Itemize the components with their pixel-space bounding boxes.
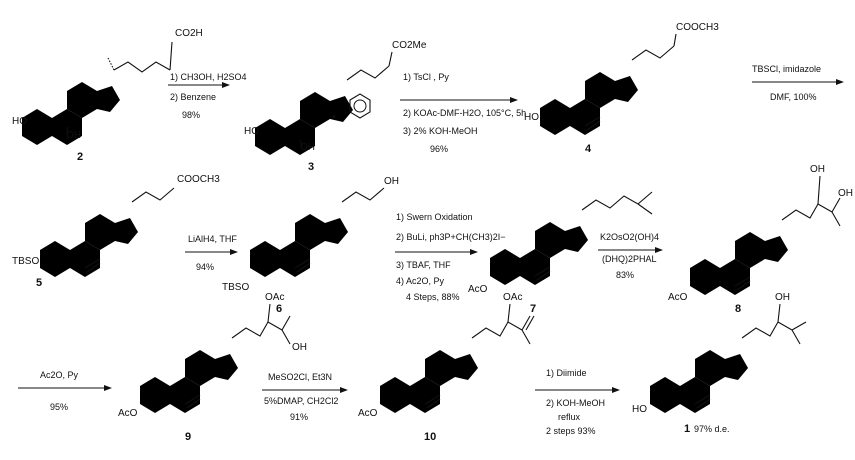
reaction-8-yield: 91% bbox=[290, 412, 308, 422]
compound-2-number: 2 bbox=[77, 151, 83, 163]
reaction-2-cond-1: 1) TsCl , Py bbox=[403, 72, 449, 82]
compound-2: CO2H HO OH 2 bbox=[12, 28, 203, 163]
compound-6: OH TBSO 6 bbox=[222, 176, 399, 315]
reaction-6-cond-1: K2OsO2(OH)4 bbox=[600, 232, 659, 242]
compound-6-side-group: OH bbox=[384, 176, 399, 187]
compound-8-number: 8 bbox=[735, 303, 741, 315]
compound-5-number: 5 bbox=[36, 277, 42, 289]
reaction-2-cond-3: 3) 2% KOH-MeOH bbox=[403, 126, 478, 136]
compound-7-left-group: AcO bbox=[468, 284, 488, 295]
reaction-9-cond-2: 2) KOH-MeOH bbox=[546, 398, 605, 408]
reaction-1-cond-1: 1) CH3OH, H2SO4 bbox=[170, 72, 247, 82]
compound-3-number: 3 bbox=[308, 161, 314, 173]
compound-2-left-group: HO bbox=[12, 116, 27, 127]
compound-5-side-group: COOCH3 bbox=[177, 174, 220, 185]
reaction-9-yield: 2 steps 93% bbox=[546, 426, 596, 436]
reaction-arrow-9 bbox=[535, 387, 620, 393]
reaction-9-cond-3: reflux bbox=[558, 412, 581, 422]
reaction-6-yield: 83% bbox=[616, 270, 634, 280]
compound-9-side-group-2: OH bbox=[292, 342, 307, 353]
reaction-8-cond-2: 5%DMAP, CH2Cl2 bbox=[264, 396, 338, 406]
reaction-5-cond-2: 2) BuLi, ph3P+CH(CH3)2I− bbox=[396, 232, 506, 242]
compound-9-left-group: AcO bbox=[118, 408, 138, 419]
reaction-arrow-5 bbox=[395, 249, 478, 255]
reaction-3-cond-1: TBSCl, imidazole bbox=[752, 64, 821, 74]
reaction-6-cond-2: (DHQ)2PHAL bbox=[602, 254, 657, 264]
compound-3: CO2Me HO OH • 3 bbox=[244, 40, 427, 173]
compound-1-left-group: HO bbox=[632, 404, 647, 415]
reaction-1-yield: 98% bbox=[182, 110, 200, 120]
compound-2-side-group: CO2H bbox=[175, 28, 203, 39]
adduct-dot: • bbox=[332, 112, 336, 123]
compound-1-de: 97% d.e. bbox=[694, 424, 730, 434]
reaction-5-yield: 4 Steps, 88% bbox=[406, 292, 460, 302]
compound-8-side-group-2: OH bbox=[838, 188, 853, 199]
compound-7-number: 7 bbox=[530, 303, 536, 315]
compound-8-left-group: AcO bbox=[668, 292, 688, 303]
reaction-arrow-1 bbox=[168, 82, 230, 88]
compound-9-number: 9 bbox=[185, 431, 191, 443]
reaction-1-cond-2: 2) Benzene bbox=[170, 92, 216, 102]
reaction-4-yield: 94% bbox=[196, 262, 214, 272]
compound-4: COOCH3 HO 4 bbox=[524, 22, 719, 155]
reaction-9-cond-1: 1) Diimide bbox=[546, 368, 587, 378]
reaction-5-cond-1: 1) Swern Oxidation bbox=[396, 212, 473, 222]
reaction-arrow-6 bbox=[598, 247, 663, 253]
compound-10-side-group: OAc bbox=[503, 292, 522, 303]
reaction-2-yield: 96% bbox=[430, 144, 448, 154]
reaction-8-cond-1: MeSO2Cl, Et3N bbox=[268, 372, 332, 382]
compound-10: OAc AcO 10 bbox=[358, 292, 535, 443]
compound-10-left-group: AcO bbox=[358, 408, 378, 419]
compound-4-side-group: COOCH3 bbox=[676, 22, 719, 33]
compound-1-side-group: OH bbox=[775, 292, 790, 303]
compound-9-side-group-1: OAc bbox=[265, 292, 284, 303]
compound-4-left-group: HO bbox=[524, 112, 539, 123]
compound-3-side-group: CO2Me bbox=[392, 40, 427, 51]
compound-5: COOCH3 TBSO 5 bbox=[12, 174, 220, 289]
compound-1: OH HO 1 97% d.e. bbox=[632, 292, 807, 435]
compound-6-left-group: TBSO bbox=[222, 282, 249, 293]
compound-9: OAc OH AcO 9 bbox=[118, 292, 307, 443]
reaction-5-cond-4: 4) Ac2O, Py bbox=[396, 276, 445, 286]
reaction-arrow-8 bbox=[262, 387, 348, 393]
compound-6-number: 6 bbox=[276, 303, 282, 315]
reaction-arrow-2 bbox=[400, 97, 518, 103]
compound-8-side-group-1: OH bbox=[810, 164, 825, 175]
compound-4-number: 4 bbox=[585, 143, 592, 155]
reaction-2-cond-2: 2) KOAc-DMF-H2O, 105°C, 5h bbox=[403, 108, 526, 118]
reaction-7-cond-1: Ac2O, Py bbox=[40, 370, 79, 380]
reaction-3-cond-2: DMF, 100% bbox=[770, 92, 817, 102]
compound-7: AcO 7 bbox=[468, 191, 653, 315]
reaction-arrow-4 bbox=[185, 249, 238, 255]
compound-5-left-group: TBSO bbox=[12, 256, 39, 267]
reaction-4-cond-1: LiAlH4, THF bbox=[188, 234, 237, 244]
compound-1-number: 1 bbox=[684, 423, 690, 435]
compound-3-ring-group: OH bbox=[300, 142, 315, 153]
reaction-arrow-3 bbox=[752, 79, 844, 85]
compound-3-left-group: HO bbox=[244, 126, 259, 137]
compound-2-ring-group: OH bbox=[66, 130, 81, 141]
reaction-7-yield: 95% bbox=[50, 402, 68, 412]
compound-10-number: 10 bbox=[424, 431, 436, 443]
reaction-arrow-7 bbox=[18, 385, 112, 391]
reaction-5-cond-3: 3) TBAF, THF bbox=[396, 260, 451, 270]
compound-8: OH OH AcO 8 bbox=[668, 164, 853, 315]
